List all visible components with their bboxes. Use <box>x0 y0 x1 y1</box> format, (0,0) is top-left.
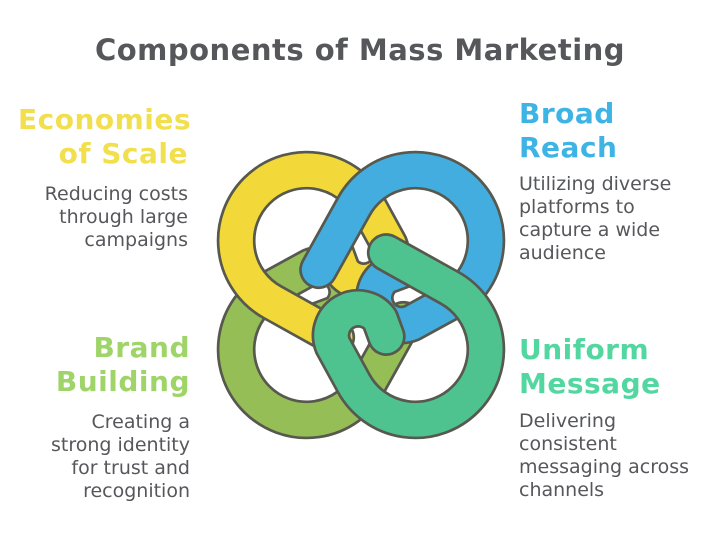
description-line: messaging across <box>519 456 690 478</box>
quadrant-broad-reach: Broad Reach Utilizing diverse platforms … <box>519 97 709 265</box>
quadrant-description: Utilizing diverse platforms to capture a… <box>519 173 709 265</box>
heading-line: Broad <box>519 97 615 130</box>
description-line: platforms to <box>519 196 635 218</box>
heading-line: Building <box>55 365 190 398</box>
quadrant-description: Delivering consistent messaging across c… <box>519 410 714 502</box>
quadrant-brand-building: Brand Building Creating a strong identit… <box>16 331 190 503</box>
heading-line: Reach <box>519 131 618 164</box>
description-line: consistent <box>519 433 617 455</box>
quadrant-heading: Brand Building <box>16 331 190 399</box>
description-line: Utilizing diverse <box>519 173 672 195</box>
description-line: recognition <box>83 480 190 502</box>
description-line: through large <box>59 206 188 228</box>
description-line: strong identity <box>50 434 190 456</box>
heading-line: of Scale <box>58 137 188 170</box>
description-line: capture a wide <box>519 219 661 241</box>
description-line: for trust and <box>71 457 190 479</box>
quadrant-description: Creating a strong identity for trust and… <box>16 411 190 503</box>
heading-line: Uniform <box>519 333 650 366</box>
description-line: campaigns <box>84 229 188 251</box>
interlocked-hooks-knot-icon <box>212 146 510 444</box>
quadrant-economies-of-scale: Economies of Scale Reducing costs throug… <box>18 103 192 252</box>
description-line: Creating a <box>91 411 190 433</box>
page-title: Components of Mass Marketing <box>94 33 626 67</box>
heading-line: Message <box>519 367 661 400</box>
quadrant-heading: Uniform Message <box>519 333 714 401</box>
description-line: channels <box>519 479 605 501</box>
description-line: Reducing costs <box>44 183 188 205</box>
quadrant-heading: Broad Reach <box>519 97 709 165</box>
description-line: audience <box>519 242 606 264</box>
quadrant-uniform-message: Uniform Message Delivering consistent me… <box>519 333 714 502</box>
quadrant-heading: Economies of Scale <box>18 103 192 171</box>
heading-line: Economies <box>18 103 192 136</box>
description-line: Delivering <box>519 410 617 432</box>
heading-line: Brand <box>93 331 190 364</box>
quadrant-description: Reducing costs through large campaigns <box>18 183 188 252</box>
